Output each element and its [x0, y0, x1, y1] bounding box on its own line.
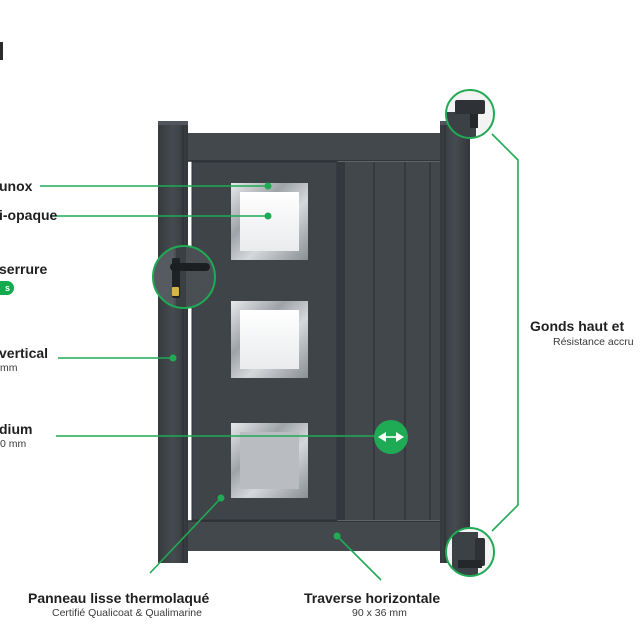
callout-medium-title: dium	[0, 421, 33, 437]
callout-panel-title: Panneau lisse thermolaqué	[28, 590, 210, 606]
window-top	[231, 183, 308, 260]
lamellar-panel	[345, 162, 440, 520]
callout-hinges-sub: Résistance accru	[553, 336, 634, 348]
door-handle-icon	[152, 245, 216, 309]
leader-lines	[40, 133, 519, 581]
left-post	[158, 121, 188, 563]
callout-upright-title: vertical	[0, 345, 49, 361]
center-divider	[337, 162, 345, 520]
callout-lock-title: serrure	[0, 261, 48, 277]
right-post	[440, 121, 470, 563]
window-bottom	[231, 423, 308, 498]
bottom-rail	[188, 520, 440, 551]
hinge-bottom-icon	[445, 527, 495, 577]
callout-crossbar-sub: 90 x 36 mm	[352, 607, 407, 619]
callout-crossbar-title: Traverse horizontale	[304, 590, 441, 606]
lock-badge: s	[0, 281, 14, 295]
hinge-icon	[445, 89, 495, 139]
callout-medium-sub: 0 mm	[0, 438, 27, 450]
callout-hinges-title: Gonds haut et	[530, 318, 625, 334]
callout-insert-inox-title: unox	[0, 178, 33, 194]
title-fragment	[0, 42, 3, 60]
top-rail	[188, 133, 440, 162]
window-middle	[231, 301, 308, 378]
callout-upright-sub: mm	[0, 362, 18, 374]
callout-glass-title: i-opaque	[0, 207, 58, 223]
callout-panel-sub: Certifié Qualicoat & Qualimarine	[52, 607, 202, 619]
leader-dots	[169, 182, 341, 540]
double-arrow-icon	[374, 420, 408, 454]
